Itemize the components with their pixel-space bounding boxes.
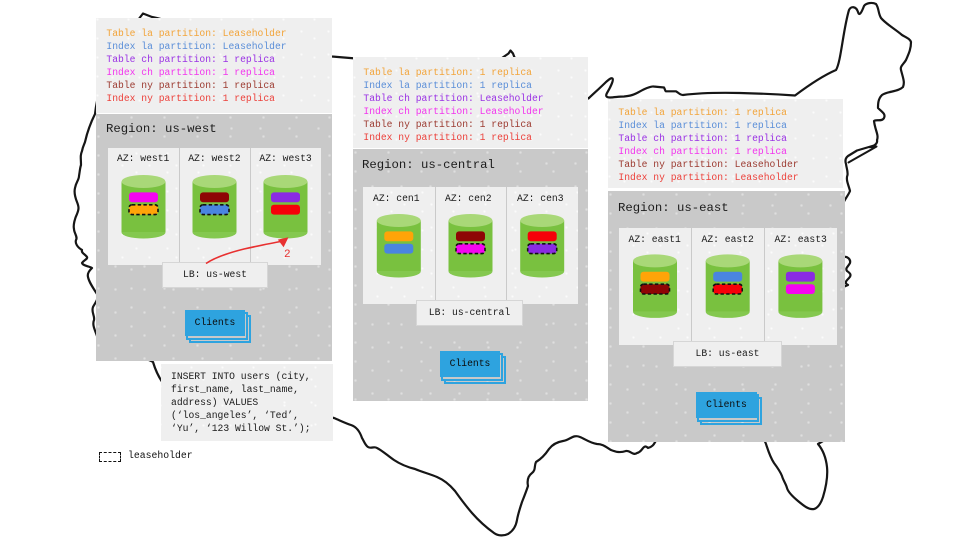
svg-text:2: 2 — [284, 249, 291, 261]
